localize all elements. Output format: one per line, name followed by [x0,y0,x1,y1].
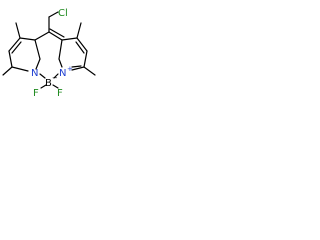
bond [58,39,63,60]
nitrogen-left-label: N [31,68,38,79]
bond [35,58,41,70]
molecule-canvas: Cl N N + B − F F [0,0,98,97]
boron-charge-label: − [52,74,58,82]
bond [71,65,82,68]
bond [71,66,85,71]
bond [40,84,47,89]
bond [76,22,82,39]
bond [39,73,46,79]
bond [34,39,41,60]
bond [11,41,22,54]
bond [15,22,21,39]
fluorine-right-label: F [57,88,63,97]
bodipy-structure: Cl N N + B − F F [2,8,96,97]
nitrogen-right-label: N [59,68,66,79]
bond [8,37,21,52]
nitrogen-charge-label: + [67,65,73,73]
bond [76,37,88,52]
bond [48,11,59,18]
atom-labels: Cl N N + B − F F [31,8,73,97]
bond [53,73,59,79]
boron-label: B [45,78,52,89]
chlorine-label: Cl [58,8,68,19]
bond [75,41,85,54]
bond [61,37,78,41]
bond [58,58,63,68]
bond [52,84,59,89]
bond [49,28,65,38]
bond [8,50,13,68]
bond [2,66,13,76]
bond [48,31,63,41]
bond [83,66,96,76]
bond [11,66,29,72]
bond [19,37,36,41]
bond-lines [2,11,96,89]
fluorine-left-label: F [33,88,39,97]
bond [34,31,50,41]
bond [83,50,88,68]
